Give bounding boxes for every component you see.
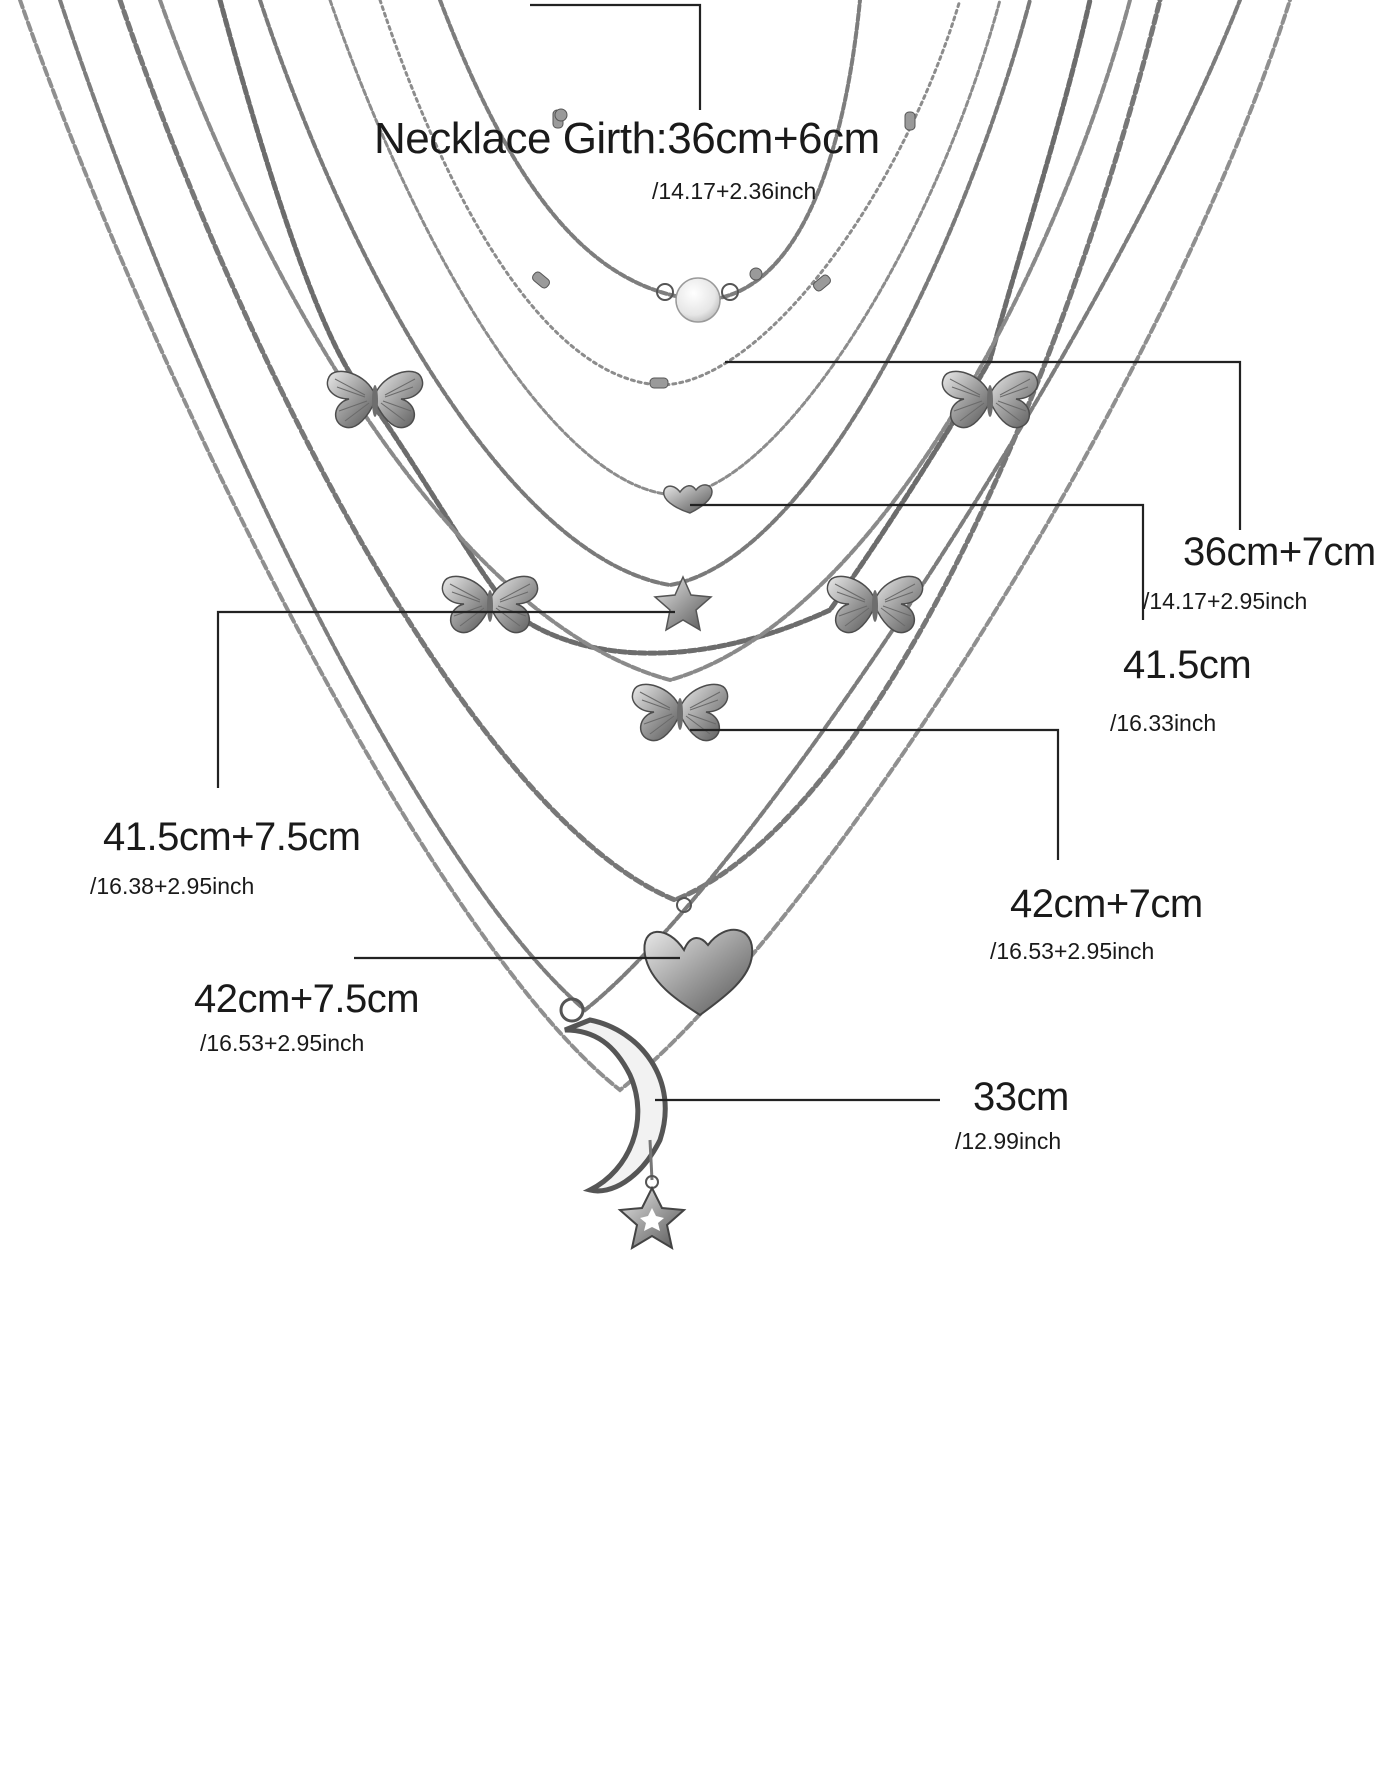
leader-41-5-7-5 [216,610,675,788]
girth-sub-label: /14.17+2.36inch [652,178,817,204]
length-41-5-7-5-label: 41.5cm+7.5cm [103,815,361,859]
leader-41-5 [690,503,1145,620]
length-42-7-label: 42cm+7cm [1010,882,1203,926]
star-icon [617,1139,687,1251]
leader-girth [530,3,702,110]
length-33-label: 33cm [973,1075,1069,1119]
leader-36-7 [725,360,1242,530]
chain-outer [18,0,1292,1093]
leader-42-7 [690,728,1060,860]
heart-icon [643,897,754,1017]
chain-butterflies [217,0,1093,656]
length-36-7-label: 36cm+7cm [1183,530,1376,574]
moon-icon [559,997,668,1194]
length-41-5-sub-label: /16.33inch [1110,710,1217,736]
chain-moon [58,0,1242,1013]
necklace-photo [18,0,1292,1251]
length-33-sub-label: /12.99inch [955,1128,1062,1154]
length-41-5-label: 41.5cm [1123,643,1252,687]
girth-label: Necklace Girth:36cm+6cm [374,114,880,163]
chains [18,0,1292,1093]
butterfly-icon [941,370,1039,429]
heart-icon [663,484,713,514]
chain-small-heart [328,0,1002,497]
star-icon [653,575,713,632]
butterfly-icon [326,370,424,429]
butterfly-icon [631,683,729,742]
chain-single-butterfly [158,0,1132,683]
length-42-7-sub-label: /16.53+2.95inch [990,938,1155,964]
length-36-7-sub-label: /14.17+2.95inch [1143,588,1308,614]
pearl-icon [656,277,739,323]
length-42-7-5-label: 42cm+7.5cm [194,977,420,1021]
length-42-7-5-sub-label: /16.53+2.95inch [200,1030,365,1056]
beads [532,108,916,389]
leader-lines [216,3,1242,1102]
length-41-5-7-5-sub-label: /16.38+2.95inch [90,873,255,899]
chain-star [258,0,1032,588]
